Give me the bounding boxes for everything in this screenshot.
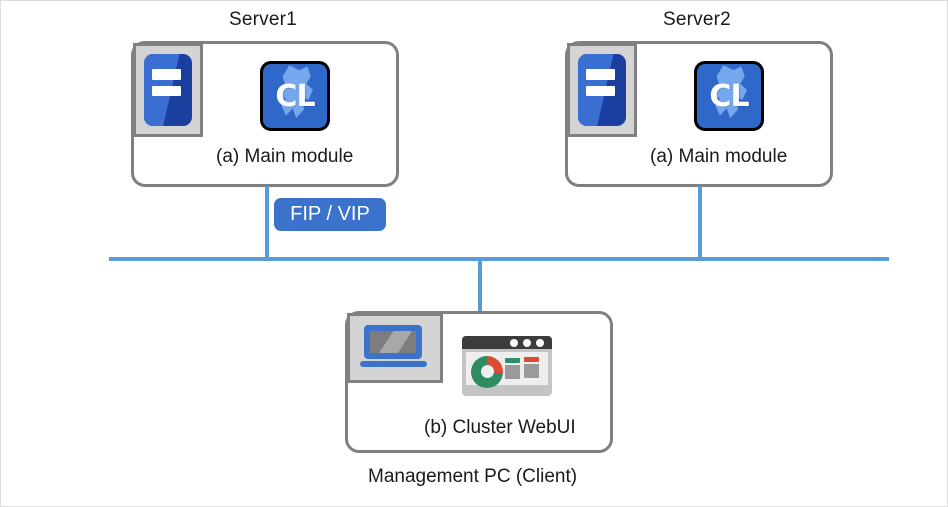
server1-caption: (a) Main module	[216, 146, 354, 167]
browser-dot-3	[536, 338, 544, 347]
status-widget-red-body	[523, 364, 539, 379]
server-icon-bar-bottom	[586, 85, 615, 97]
clusterpro-cl-icon: CL	[260, 61, 330, 131]
management-pc-box: (b) Cluster WebUI	[345, 311, 613, 453]
laptop-screen	[364, 324, 422, 359]
server1-to-bus-line	[265, 186, 269, 261]
status-widget-green-body	[505, 365, 521, 380]
bus-to-management-pc-line	[478, 257, 482, 313]
browser-dot-2	[523, 338, 531, 347]
server-icon	[578, 54, 626, 126]
browser-dot-1	[510, 338, 518, 347]
status-widget-green	[505, 358, 521, 380]
browser-content-area	[465, 351, 549, 388]
server1-icon-tile	[133, 43, 203, 137]
status-widget-green-cap	[505, 358, 521, 364]
server2-box: CL (a) Main module	[565, 41, 833, 187]
server-icon	[144, 54, 192, 126]
management-pc-label: Management PC (Client)	[368, 466, 578, 487]
fip-vip-badge: FIP / VIP	[274, 198, 386, 231]
server-icon-bar-bottom	[152, 85, 181, 97]
donut-chart-icon	[471, 355, 504, 388]
status-widget-red	[523, 357, 539, 379]
laptop-icon	[359, 324, 431, 372]
server-icon-bar-top	[152, 69, 181, 80]
server-icon-bar-top	[586, 69, 615, 80]
server2-to-bus-line	[698, 186, 702, 261]
browser-dashboard-icon	[462, 336, 552, 396]
clusterpro-cl-icon: CL	[694, 61, 764, 131]
server1-title: Server1	[229, 9, 297, 30]
laptop-base	[359, 361, 427, 367]
cl-icon-label: CL	[275, 78, 315, 114]
network-bus-line	[109, 257, 889, 261]
browser-titlebar	[462, 336, 552, 350]
server2-caption: (a) Main module	[650, 146, 788, 167]
server1-box: CL (a) Main module	[131, 41, 399, 187]
status-widget-red-cap	[523, 357, 539, 363]
cl-icon-label: CL	[709, 78, 749, 114]
management-pc-caption: (b) Cluster WebUI	[424, 417, 576, 438]
server2-title: Server2	[663, 9, 731, 30]
management-pc-icon-tile	[347, 313, 443, 383]
server2-icon-tile	[567, 43, 637, 137]
